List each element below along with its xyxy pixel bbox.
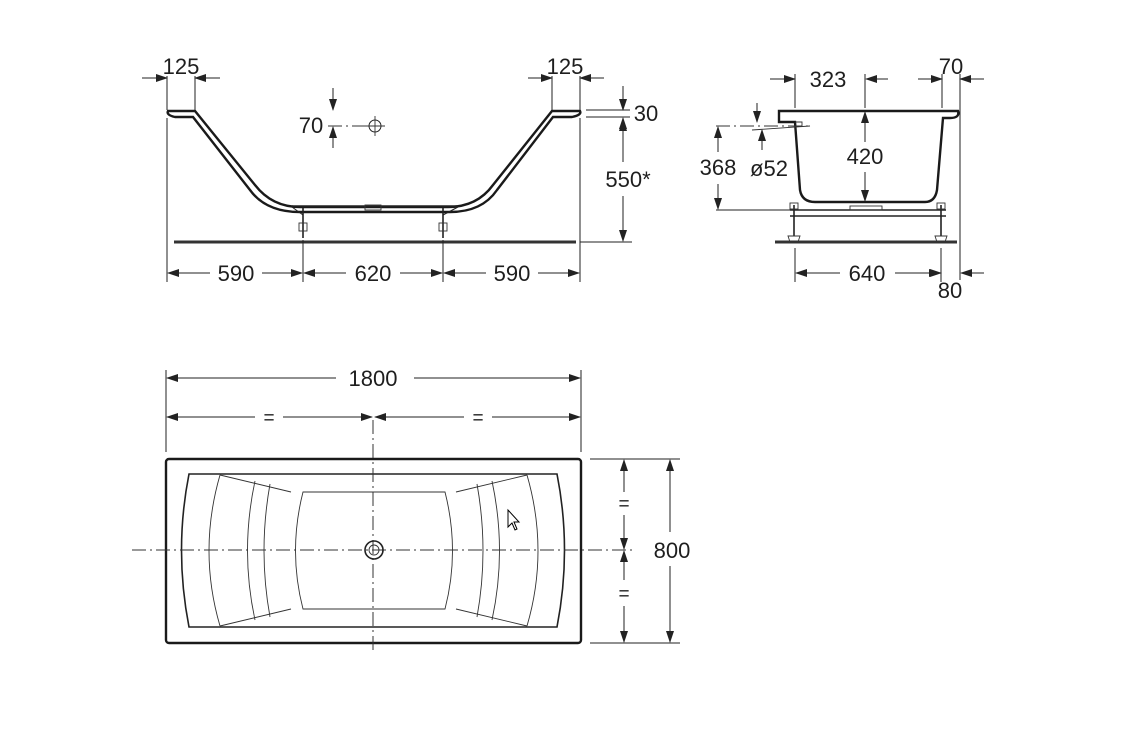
mouse-pointer-icon — [507, 508, 521, 531]
dim-half-left: = — [263, 408, 274, 429]
dim-seg-right: 590 — [494, 261, 531, 286]
side-tub-outline — [777, 109, 960, 204]
dim-rim-thickness: 30 — [634, 101, 658, 126]
dim-width-half-bottom: = — [618, 584, 629, 605]
dim-rim-right: 125 — [547, 54, 584, 79]
dim-half-right: = — [472, 408, 483, 429]
front-tub-outline — [166, 109, 582, 214]
dim-depth: 420 — [847, 144, 884, 169]
plan-floor-panel — [295, 491, 453, 610]
plan-view: 1800 = = = = 800 — [132, 366, 690, 652]
plan-drain — [364, 540, 384, 560]
dim-width: 800 — [654, 538, 691, 563]
dim-drain-diameter: ø52 — [750, 156, 788, 181]
dim-legs: 640 — [849, 261, 886, 286]
dim-width-half-top: = — [618, 494, 629, 515]
front-legs — [291, 206, 459, 238]
dim-rim-left: 125 — [163, 54, 200, 79]
dim-top-inner: 323 — [810, 67, 847, 92]
dim-height: 550* — [605, 167, 651, 192]
front-view: 125 125 70 30 550* 590 620 590 — [142, 54, 658, 286]
side-view: 323 70 420 368 ø52 640 80 — [700, 54, 984, 303]
side-legs — [787, 202, 948, 243]
dim-foot-offset: 80 — [938, 278, 962, 303]
dim-overflow-offset: 70 — [299, 113, 323, 138]
dim-top-right: 70 — [939, 54, 963, 79]
dim-seg-left: 590 — [218, 261, 255, 286]
dim-seg-middle: 620 — [355, 261, 392, 286]
dim-length: 1800 — [349, 366, 398, 391]
dim-drain-height: 368 — [700, 155, 737, 180]
